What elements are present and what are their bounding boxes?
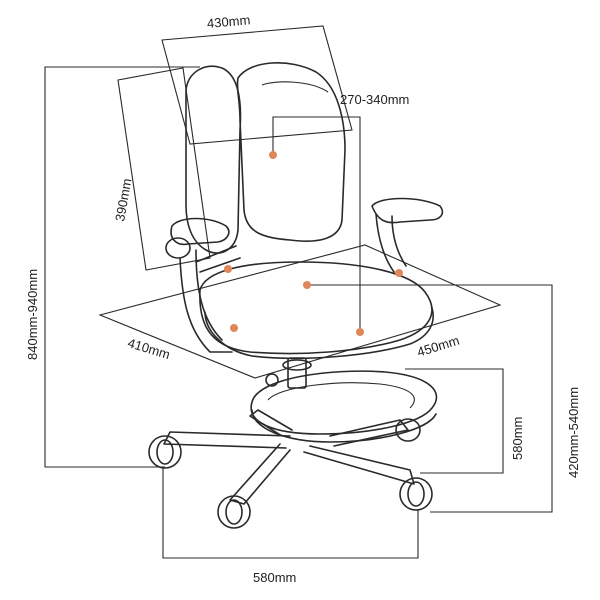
seat-plane bbox=[98, 244, 502, 379]
label-base-width: 580mm bbox=[253, 570, 296, 585]
label-seat-height: 420mm-540mm bbox=[566, 387, 581, 478]
seat-edge bbox=[204, 307, 434, 360]
height-lever-knob bbox=[265, 373, 279, 387]
marker-back-bracket bbox=[224, 265, 232, 273]
marker-seat-front-left bbox=[230, 324, 238, 332]
marker-seat-front-right bbox=[356, 328, 364, 336]
column-collar bbox=[282, 359, 312, 371]
footrest-height-guide bbox=[405, 368, 504, 474]
backrest-height-plane bbox=[117, 67, 211, 271]
gas-lift bbox=[287, 357, 307, 389]
backrest-bracket bbox=[195, 245, 241, 273]
base-leg-back-right bbox=[329, 419, 409, 447]
right-armrest-support bbox=[375, 213, 407, 273]
marker-right-arm bbox=[395, 269, 403, 277]
label-seat-depth: 410mm bbox=[126, 335, 172, 362]
marker-seat-center bbox=[303, 281, 311, 289]
marker-backrest bbox=[269, 151, 277, 159]
footrest-inner bbox=[267, 382, 415, 409]
label-backrest-width: 430mm bbox=[206, 12, 251, 31]
right-armrest bbox=[371, 197, 444, 224]
backrest-width-plane bbox=[161, 25, 353, 145]
label-back-depth-adjust: 270-340mm bbox=[340, 92, 409, 107]
seat-height-guide bbox=[310, 284, 553, 513]
base-leg-left bbox=[163, 431, 291, 449]
label-backrest-height: 390mm bbox=[112, 177, 134, 222]
footrest-edge bbox=[251, 409, 437, 443]
left-armrest bbox=[170, 217, 230, 246]
caster-back-right bbox=[395, 418, 421, 442]
seat-cushion bbox=[199, 261, 433, 355]
caster-left bbox=[148, 435, 182, 469]
left-armrest-knob bbox=[165, 237, 191, 259]
base-leg-back bbox=[249, 409, 293, 437]
caster-front-right bbox=[399, 477, 433, 511]
base-leg-front-left bbox=[229, 443, 291, 505]
caster-front-left bbox=[217, 495, 251, 529]
backrest-rear-panel bbox=[185, 65, 242, 254]
left-armrest-support bbox=[179, 257, 233, 353]
backrest-front-panel bbox=[236, 62, 346, 242]
footrest bbox=[250, 370, 438, 435]
back-depth-guide bbox=[272, 116, 361, 335]
overall-height-guide bbox=[44, 66, 200, 468]
base-width-guide bbox=[162, 468, 419, 559]
label-overall-height: 840mm-940mm bbox=[25, 269, 40, 360]
base-leg-front-right bbox=[303, 445, 415, 485]
label-footrest-height: 580mm bbox=[510, 417, 525, 460]
backrest-seam bbox=[261, 81, 329, 93]
